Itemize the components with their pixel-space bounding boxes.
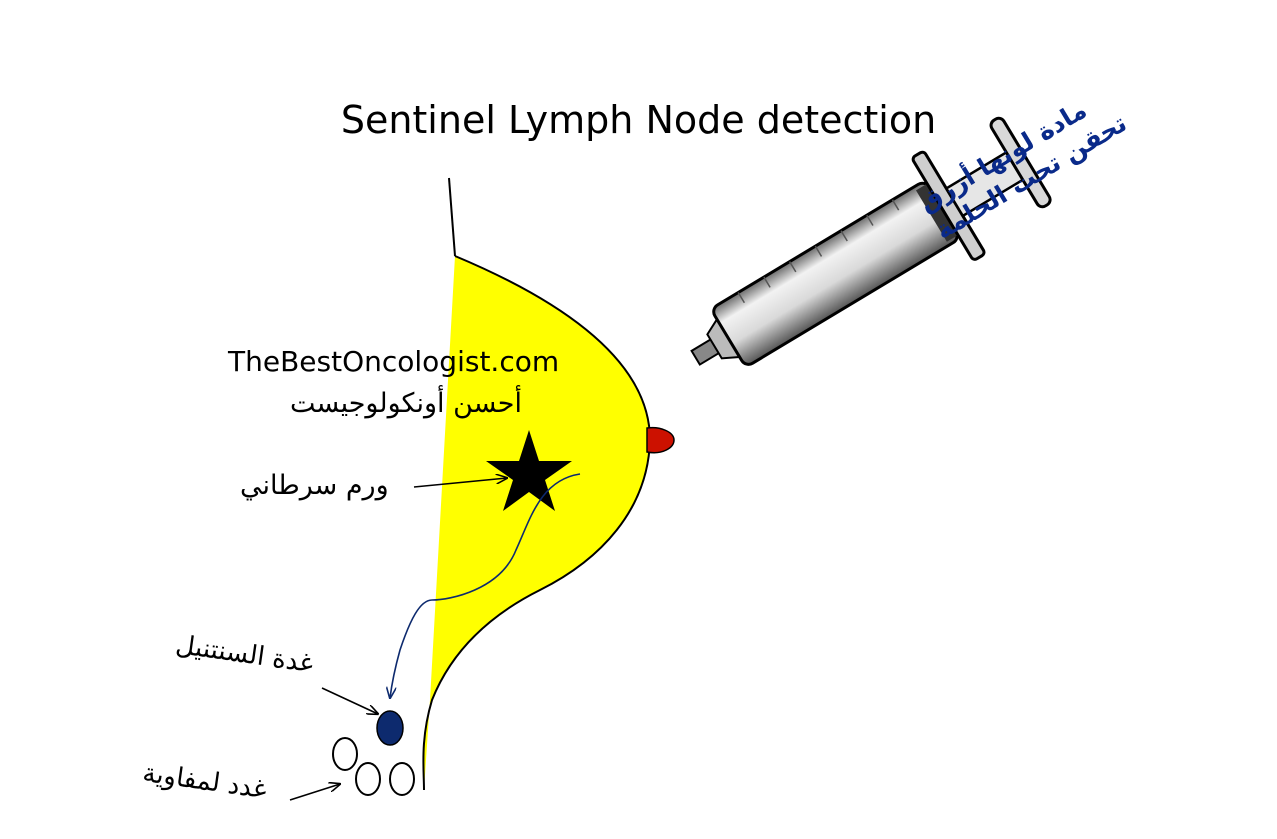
sentinel-pointer-arrow — [321, 687, 378, 714]
lymph-node — [355, 762, 381, 796]
website-text: TheBestOncologist.com — [228, 345, 560, 378]
breast-shape — [423, 256, 650, 790]
website-arabic-text: أحسن أونكولوجيست — [290, 388, 522, 419]
tumor-label: ورم سرطاني — [240, 470, 389, 501]
page-title: Sentinel Lymph Node detection — [340, 98, 937, 142]
sentinel-node — [376, 710, 404, 746]
lymph-node — [389, 762, 415, 796]
chest-wall-line — [448, 177, 456, 257]
dye-path-arrow — [390, 473, 581, 698]
star-icon — [486, 430, 572, 511]
nipple — [646, 426, 675, 454]
lymph-pointer-arrow — [289, 784, 340, 801]
lymph-node — [332, 737, 358, 771]
tumor-pointer-arrow — [413, 478, 507, 488]
breast-outline — [422, 255, 652, 791]
